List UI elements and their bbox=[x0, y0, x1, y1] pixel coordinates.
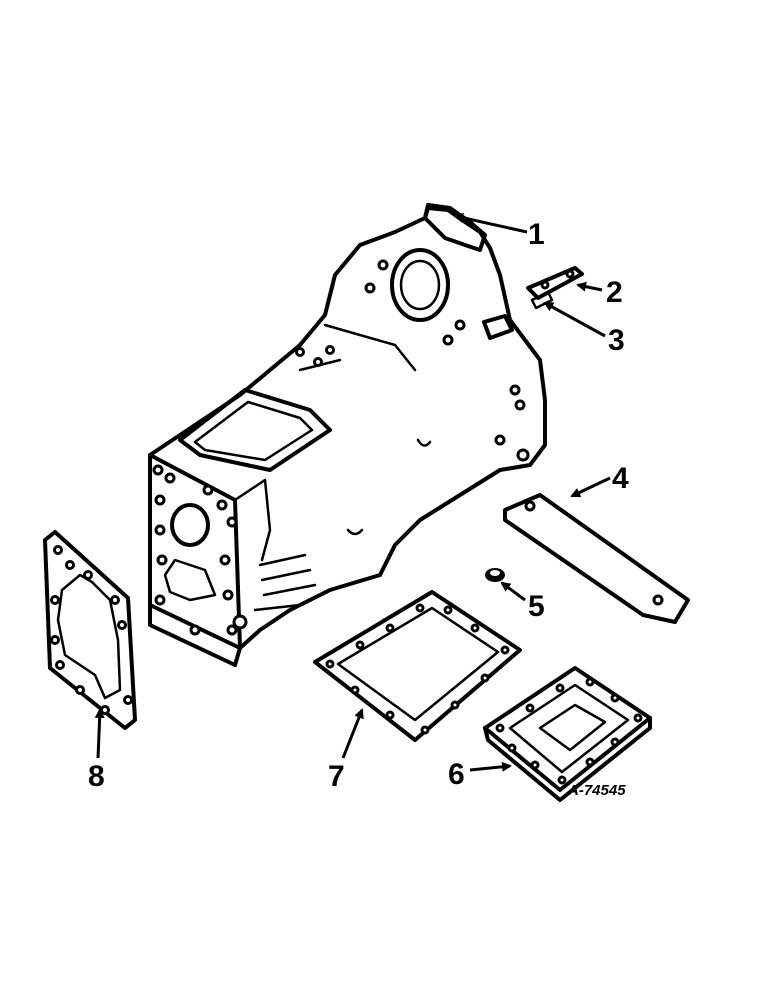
transmission-housing bbox=[148, 203, 547, 667]
part-3-gasket bbox=[530, 290, 554, 310]
callout-8: 8 bbox=[88, 760, 105, 793]
callout-1: 1 bbox=[528, 218, 545, 251]
leader-1 bbox=[453, 212, 528, 234]
callout-4: 4 bbox=[612, 462, 629, 495]
part-2-plate bbox=[526, 266, 584, 300]
reference-code: A-74545 bbox=[567, 782, 626, 799]
leader-2 bbox=[576, 281, 603, 292]
leader-3 bbox=[543, 301, 606, 338]
callout-7: 7 bbox=[328, 760, 345, 793]
part-5-plug bbox=[485, 568, 505, 582]
leader-lines bbox=[94, 212, 611, 772]
callout-2: 2 bbox=[606, 276, 623, 309]
part-4-cover-plate bbox=[503, 493, 690, 624]
callout-6: 6 bbox=[448, 758, 465, 791]
part-7-gasket bbox=[313, 590, 522, 742]
leader-4 bbox=[570, 476, 611, 498]
leader-6 bbox=[469, 761, 512, 772]
callout-3: 3 bbox=[608, 324, 625, 357]
part-6-cover bbox=[483, 666, 652, 802]
leader-8 bbox=[94, 708, 105, 759]
callout-5: 5 bbox=[528, 590, 545, 623]
callout-labels: 1 2 3 4 5 6 7 8 bbox=[88, 218, 629, 793]
part-8-gasket bbox=[43, 530, 137, 730]
leader-5 bbox=[500, 581, 526, 602]
leader-7 bbox=[341, 708, 364, 759]
